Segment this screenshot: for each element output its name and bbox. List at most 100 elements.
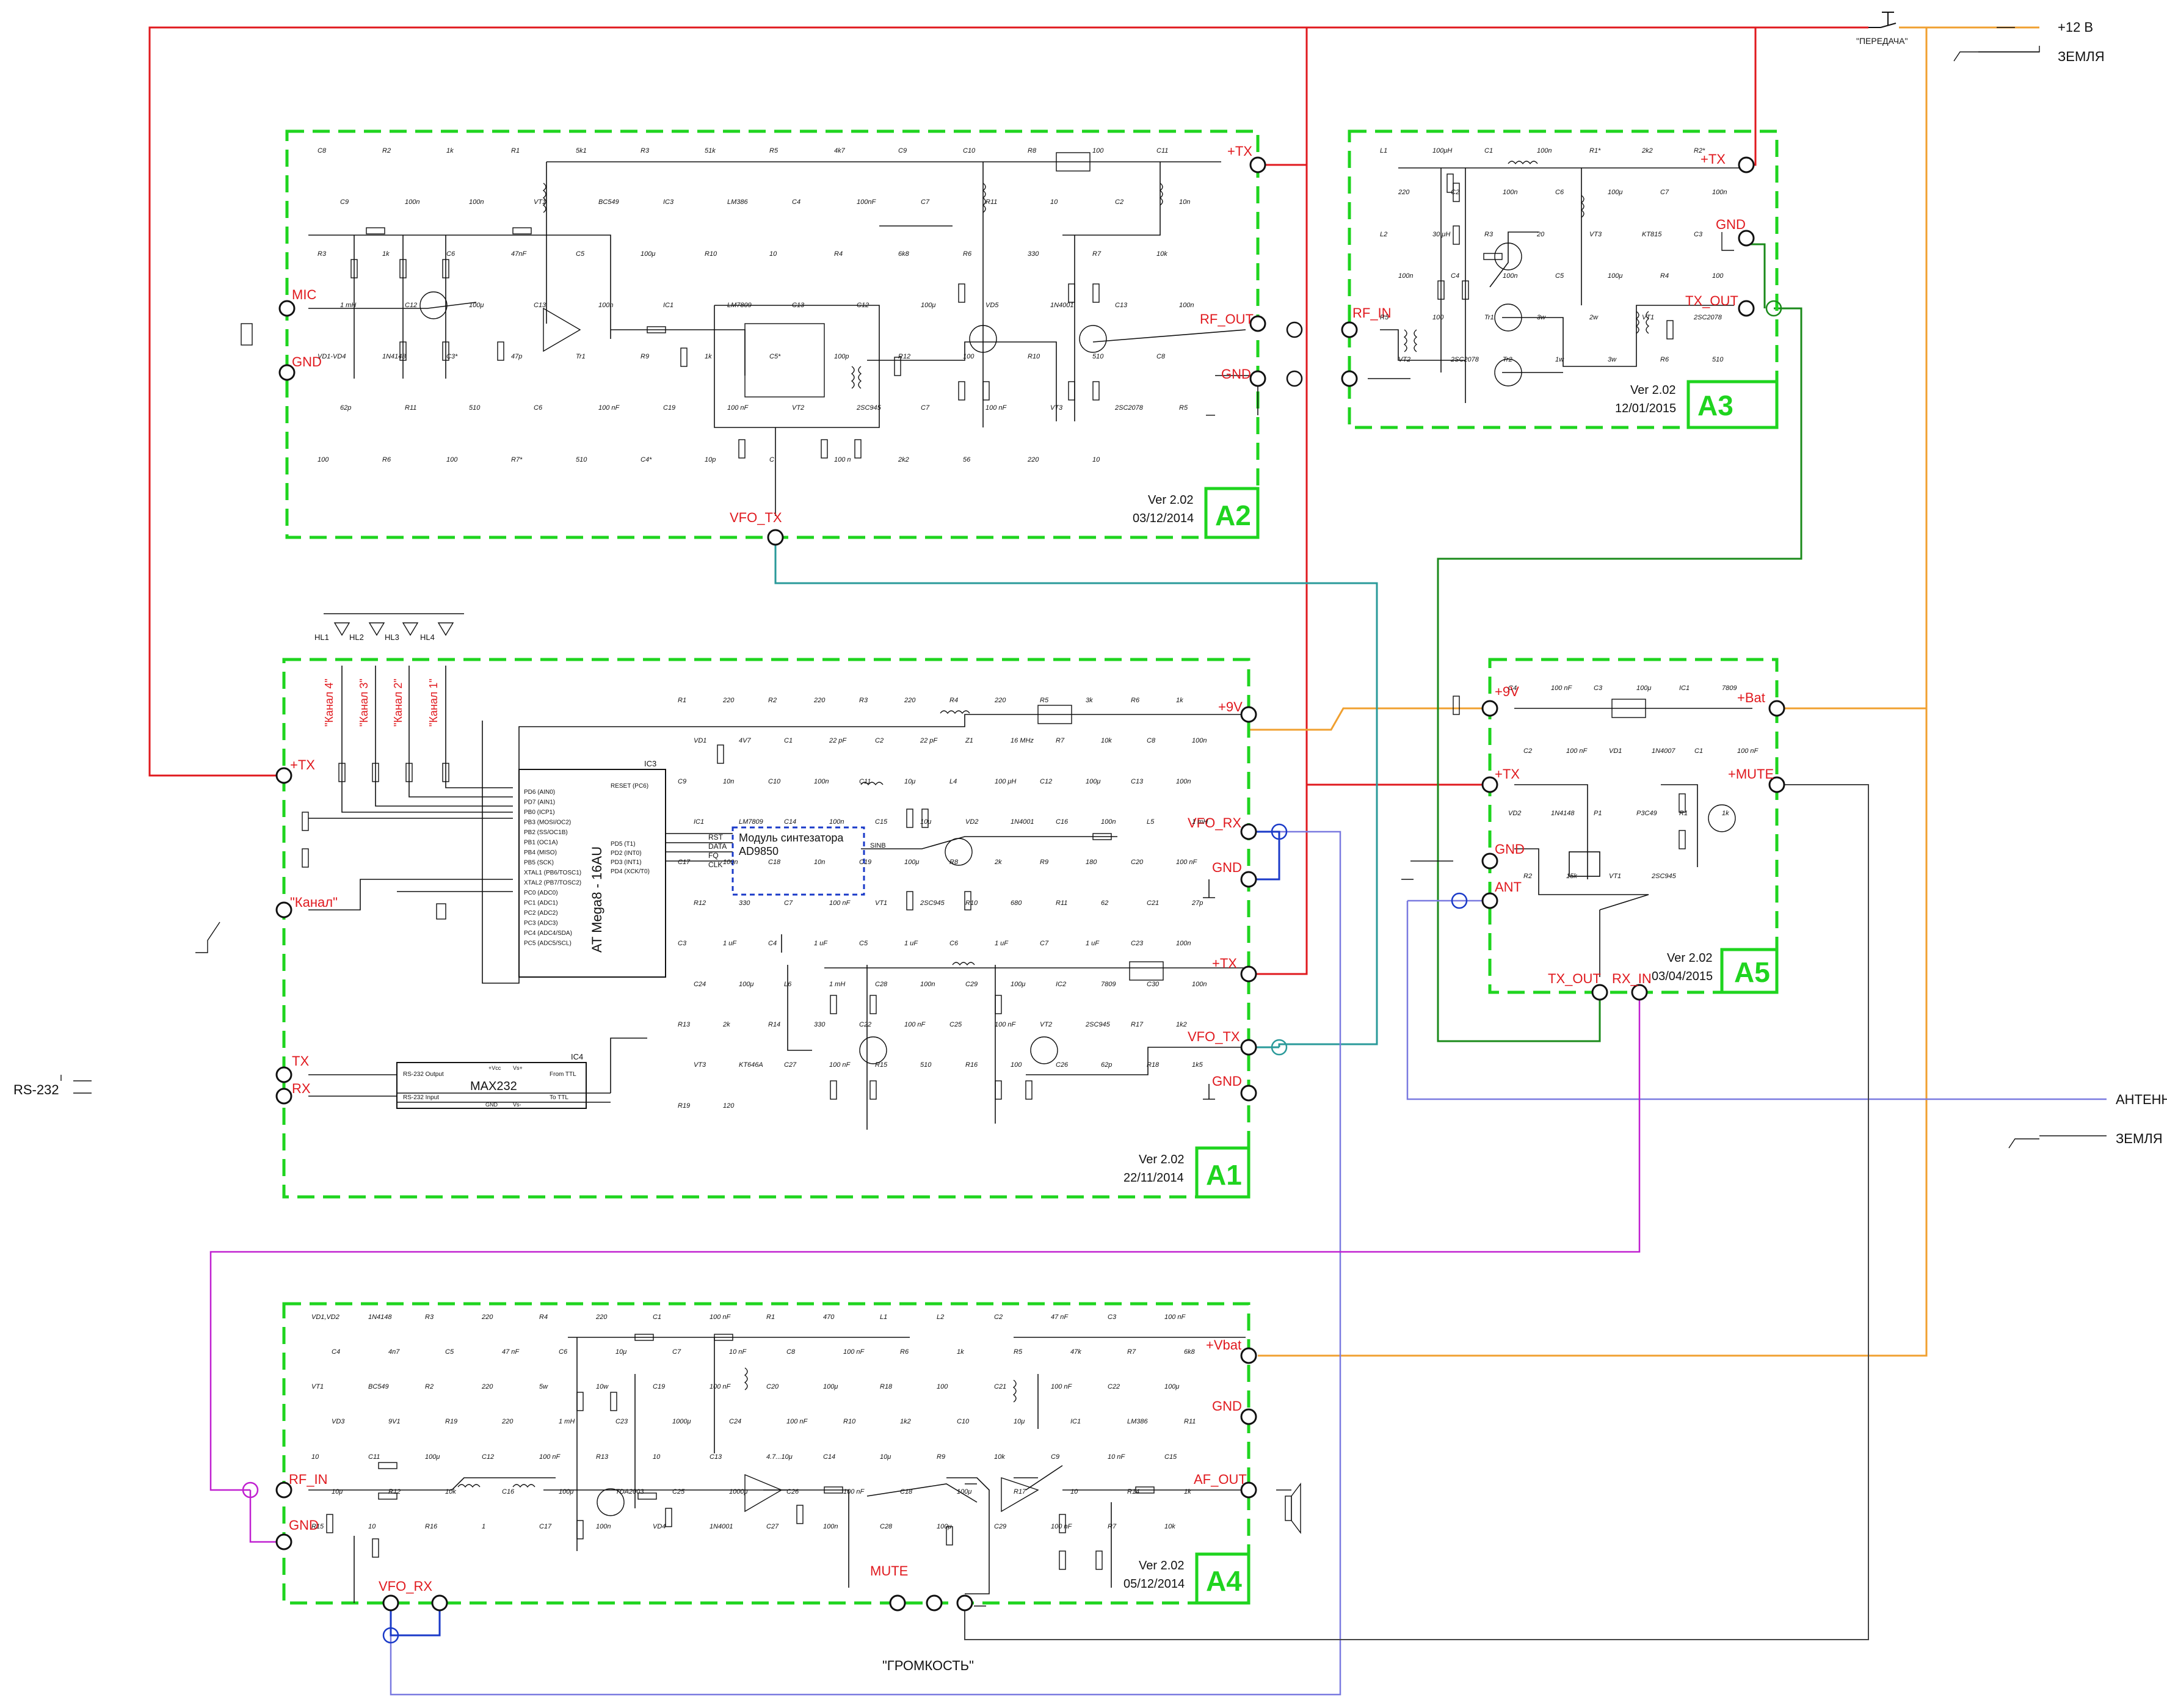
a1-max232-to: To TTL: [550, 1094, 568, 1101]
part-label: C20: [766, 1383, 779, 1390]
part-label: BC549: [598, 198, 619, 206]
part-label: 100: [318, 456, 329, 463]
part-label: 10k: [994, 1453, 1005, 1461]
part-label: C1: [653, 1314, 661, 1321]
ports[interactable]: [275, 156, 1785, 1612]
part-label: 10: [1092, 456, 1100, 463]
part-label: 1k: [1184, 1488, 1191, 1495]
part-label: IC2: [1056, 981, 1066, 988]
ground-label: ЗЕМЛЯ: [2058, 49, 2105, 64]
part-label: C5: [1555, 272, 1564, 280]
part-label: R1: [1679, 810, 1688, 817]
part-label: 100μ: [469, 302, 484, 309]
antenna-label: АНТЕННА: [2116, 1092, 2167, 1107]
part-label: 10: [769, 250, 777, 258]
part-label: 100 nF: [539, 1453, 561, 1461]
part-label: C4: [1508, 685, 1517, 692]
part-label: C23: [1131, 940, 1144, 947]
part-label: C7: [672, 1348, 681, 1356]
part-label: 27p: [1191, 899, 1203, 907]
a1-channel-1: "Канал 1": [427, 678, 440, 727]
part-label: C8: [1147, 737, 1156, 744]
part-label: 10k: [1101, 737, 1112, 744]
part-label: R16: [965, 1061, 978, 1069]
part-label: 7809: [1101, 981, 1116, 988]
a1-led-hl2: HL2: [349, 633, 364, 642]
tx-switch[interactable]: [1868, 12, 1897, 28]
part-label: 100n: [1712, 189, 1727, 196]
plus12-label: +12 В: [2058, 20, 2093, 35]
part-label: R3: [641, 147, 650, 154]
part-label: 51k: [705, 147, 716, 154]
a2-port-gnd2: GND: [1221, 366, 1251, 382]
part-label: R7: [1056, 737, 1065, 744]
part-label: 100μ: [641, 250, 655, 258]
part-label: R7*: [511, 456, 523, 463]
part-label: R2: [1523, 873, 1532, 880]
part-label: R5: [1040, 697, 1049, 704]
part-label: LM7809: [739, 818, 763, 826]
part-label: 100 nF: [995, 1021, 1017, 1028]
part-label: C11: [859, 778, 871, 785]
part-label: 100n: [814, 778, 829, 785]
part-label: 100n: [1176, 778, 1191, 785]
part-label: C3: [1594, 685, 1603, 692]
part-label: 1000μ: [729, 1488, 748, 1495]
part-label: VD3: [332, 1418, 345, 1425]
part-label: VT3: [1050, 404, 1063, 412]
part-label: C1: [784, 737, 793, 744]
wire-vfo-tx: [774, 540, 1378, 1048]
a4-port-af-out: AF_OUT: [1194, 1472, 1247, 1487]
part-label: R4: [949, 697, 958, 704]
a1-synth-rst: RST: [708, 833, 724, 841]
part-label: C5*: [769, 353, 781, 360]
part-label: 10μ: [1014, 1418, 1025, 1425]
part-label: 680: [1011, 899, 1022, 907]
part-label: P1: [1594, 810, 1602, 817]
a2-id: A2: [1215, 500, 1251, 531]
part-label: 1000μ: [672, 1418, 691, 1425]
part-label: VD1,VD2: [311, 1314, 339, 1321]
a1-mcu-ref: IC3: [644, 759, 656, 768]
part-label: VD1-VD4: [318, 353, 346, 360]
part-label: C4: [768, 940, 777, 947]
part-label: R2: [425, 1383, 434, 1390]
part-label: C22: [859, 1021, 871, 1028]
mcu-pin-left: PB3 (MOSI/OC2): [524, 819, 571, 826]
part-label: 100 nF: [710, 1314, 731, 1321]
a5-port-ant: ANT: [1495, 879, 1522, 895]
a4-port-gnd2: GND: [1212, 1398, 1242, 1414]
part-label: C14: [823, 1453, 835, 1461]
part-label: 10k: [445, 1488, 456, 1495]
part-label: 1N4007: [1652, 747, 1675, 755]
part-label: 100 nF: [786, 1418, 808, 1425]
part-label: C2: [875, 737, 884, 744]
a5-port-tx-out: TX_OUT: [1548, 971, 1601, 986]
part-label: VT2: [792, 404, 804, 412]
part-label: R1*: [1589, 147, 1601, 154]
wire-vfo-rx-blue: [390, 830, 1280, 1637]
a1-max232-in: RS-232 Input: [403, 1094, 439, 1101]
rs232-label: RS-232: [13, 1082, 59, 1097]
part-label: 2SC945: [920, 899, 945, 907]
a1-max232-out: RS-232 Output: [403, 1071, 444, 1078]
part-label: L2: [937, 1314, 944, 1321]
part-label: R6: [900, 1348, 909, 1356]
part-label: 1 mH: [829, 981, 845, 988]
part-label: C24: [729, 1418, 741, 1425]
part-label: R19: [678, 1102, 690, 1110]
a5-date: 03/04/2015: [1652, 970, 1713, 983]
a1-max232-vsm: Vs-: [513, 1102, 521, 1108]
part-label: L6: [784, 981, 792, 988]
a2-port-mic: MIC: [292, 287, 316, 302]
part-label: C16: [1056, 818, 1069, 826]
part-label: 100μ: [823, 1383, 838, 1390]
part-label: R18: [1147, 1061, 1160, 1069]
part-label: C15: [875, 818, 888, 826]
a1-max232-vcc: +Vcc: [488, 1065, 501, 1071]
part-label: C7: [921, 404, 930, 412]
part-label: 10 nF: [729, 1348, 747, 1356]
part-label: 100 nF: [843, 1348, 865, 1356]
part-label: R7: [1092, 250, 1102, 258]
part-label: C6: [559, 1348, 568, 1356]
